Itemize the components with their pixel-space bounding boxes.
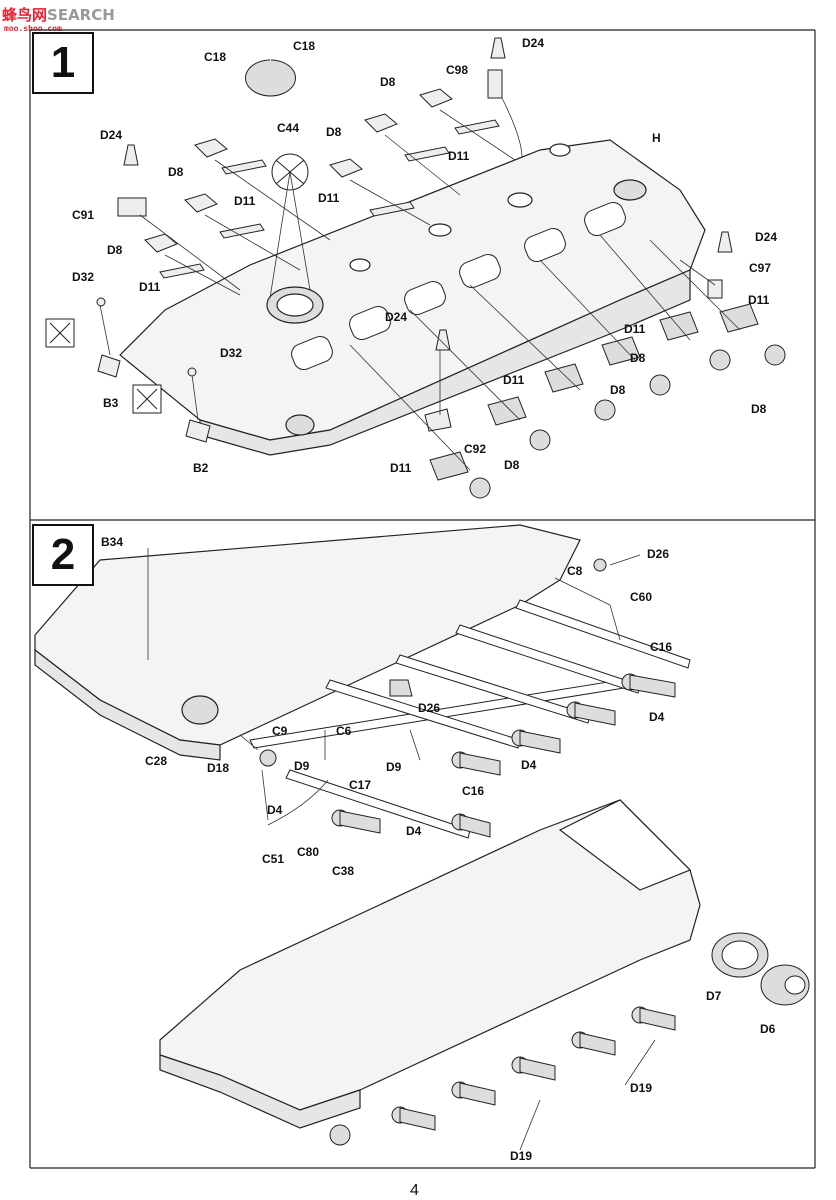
- part-label: D9: [294, 759, 310, 773]
- part-label: C16: [650, 640, 673, 654]
- part-label: C98: [446, 63, 469, 77]
- part-label: C6: [336, 724, 352, 738]
- part-label: D8: [168, 165, 184, 179]
- part-label: D7: [706, 989, 722, 1003]
- part-label: D11: [139, 280, 161, 294]
- part-label: D11: [318, 191, 340, 205]
- hull-lower-view-1: [34, 524, 581, 761]
- part-label: D4: [406, 824, 422, 838]
- part-label: B3: [103, 396, 119, 410]
- part-label: C9: [272, 724, 288, 738]
- no-glue-icons: [45, 318, 162, 414]
- leader-lines-step2b: [519, 1039, 656, 1151]
- part-label: C51: [262, 852, 285, 866]
- watermark-url: moo.shoo.com: [4, 24, 62, 33]
- leader-lines-step2: [147, 548, 641, 826]
- part-label: D24: [522, 36, 545, 50]
- part-label: D19: [510, 1149, 533, 1163]
- part-label: D24: [100, 128, 123, 142]
- part-label: D26: [647, 547, 670, 561]
- part-label: D8: [326, 125, 342, 139]
- hull-lower-view-2: [159, 799, 701, 1129]
- road-wheel-arms: [259, 558, 676, 838]
- vision-block-parts: [117, 37, 733, 432]
- part-label: D18: [207, 761, 230, 775]
- part-label: D8: [751, 402, 767, 416]
- part-label: C8: [567, 564, 583, 578]
- part-label: D11: [748, 293, 770, 307]
- part-label: C60: [630, 590, 653, 604]
- watermark: 蜂鸟网SEARCH: [2, 6, 115, 24]
- part-label: D11: [234, 194, 256, 208]
- part-label: C97: [749, 261, 772, 275]
- part-label: D26: [418, 701, 441, 715]
- part-label: B34: [101, 535, 124, 549]
- page-number: 4: [410, 1182, 419, 1199]
- part-label: D9: [386, 760, 402, 774]
- page-frame: [29, 29, 816, 1169]
- part-label: D11: [390, 461, 412, 475]
- part-label: D32: [72, 270, 95, 284]
- part-label: D8: [610, 383, 626, 397]
- part-label: D11: [448, 149, 470, 163]
- step-number-1: 1: [32, 32, 94, 94]
- side-brackets: [96, 297, 211, 443]
- suspension-arms-bottom: [329, 1006, 676, 1146]
- part-label: C38: [332, 864, 355, 878]
- part-label: D24: [755, 230, 778, 244]
- part-label: C44: [277, 121, 300, 135]
- part-label: D11: [624, 322, 646, 336]
- part-label: D8: [504, 458, 520, 472]
- part-label: C92: [464, 442, 487, 456]
- drive-sprocket-parts: [711, 932, 810, 1006]
- part-label: C18: [293, 39, 316, 53]
- part-label: D11: [503, 373, 525, 387]
- part-label: C28: [145, 754, 168, 768]
- hull-top-hatches: [291, 201, 626, 371]
- part-label: C91: [72, 208, 95, 222]
- part-label: C17: [349, 778, 372, 792]
- part-label: C16: [462, 784, 485, 798]
- part-label: D4: [267, 803, 283, 817]
- part-label: D19: [630, 1081, 653, 1095]
- step-number-2: 2: [32, 524, 94, 586]
- part-label: D4: [521, 758, 537, 772]
- part-label: D32: [220, 346, 243, 360]
- periscope-heads: [429, 303, 786, 499]
- part-label: B2: [193, 461, 209, 475]
- part-label: D4: [649, 710, 665, 724]
- part-label: D6: [760, 1022, 776, 1036]
- part-label: C18: [204, 50, 227, 64]
- torsion-bars: [249, 599, 691, 839]
- leader-lines-step1: [99, 97, 741, 471]
- part-label: D24: [385, 310, 408, 324]
- part-label: C80: [297, 845, 320, 859]
- part-label: D8: [380, 75, 396, 89]
- part-label: H: [652, 131, 661, 145]
- part-label: D8: [630, 351, 646, 365]
- part-label: D8: [107, 243, 123, 257]
